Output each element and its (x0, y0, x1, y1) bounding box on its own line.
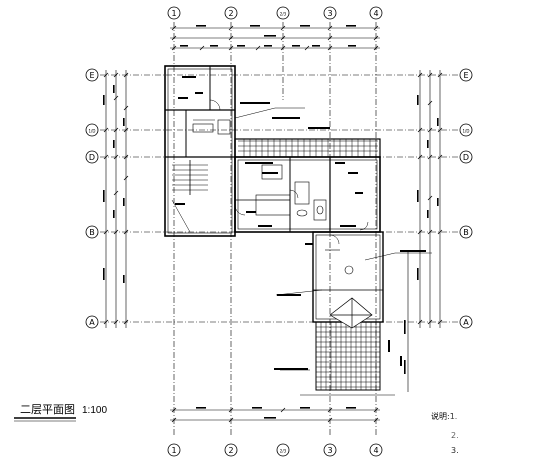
axis-label-right-A: A (463, 318, 469, 327)
axis-label-bottom-1: 1 (171, 446, 176, 455)
door-swings (209, 99, 369, 245)
axis-bubble-left-A (85, 315, 99, 329)
stair-treads (171, 160, 208, 233)
axis-bubble-bottom-2 (224, 443, 238, 457)
room-annotations (175, 76, 426, 370)
axis-bubble-right-B (459, 225, 473, 239)
verandah-hatch (238, 139, 378, 157)
axis-label-right-1D: 1/D (463, 129, 470, 134)
axis-label-right-E: E (463, 71, 468, 80)
axis-bubble-top-2 (224, 6, 238, 20)
axis-bubble-right-E (459, 68, 473, 82)
axis-bubble-right-D (459, 150, 473, 164)
axis-bubble-top-3 (323, 6, 337, 20)
axis-label-top-1: 1 (171, 9, 176, 18)
axis-label-right-D: D (463, 153, 469, 162)
axis-label-left-D: D (89, 153, 95, 162)
axis-label-top-4: 4 (373, 9, 378, 18)
axis-label-top-3: 3 (327, 9, 332, 18)
axis-bubble-bottom-3 (323, 443, 337, 457)
axis-label-top-2-3: 2/3 (280, 12, 287, 17)
axis-label-left-1D: 1/D (89, 129, 96, 134)
dimension-ticks (103, 25, 443, 423)
dimension-number-marks (103, 25, 439, 419)
axis-bubble-bottom-4 (369, 443, 383, 457)
title-block: 二层平面图 1:100 (14, 403, 107, 422)
axis-label-bottom-2: 2 (228, 446, 233, 455)
fixtures (192, 119, 354, 275)
building-walls (164, 65, 384, 323)
axis-label-bottom-2-3: 2/3 (280, 449, 287, 454)
axis-bubble-top-4 (369, 6, 383, 20)
leader-lines (234, 107, 432, 371)
axis-label-left-E: E (89, 71, 94, 80)
axis-bubble-left-E (85, 68, 99, 82)
axis-bubbles (85, 6, 473, 457)
axis-bubble-left-D (85, 150, 99, 164)
axis-bubble-bottom-1 (167, 443, 181, 457)
axis-bubble-bottom-2-3 (276, 443, 290, 457)
axis-bubble-labels: 1 2 2/3 3 4 1 2 2/3 3 4 E 1/D D B A E 1/… (89, 9, 470, 455)
terrace-grid (315, 321, 381, 391)
axis-bubble-left-B (85, 225, 99, 239)
canopy-roof (329, 297, 373, 329)
axis-bubble-top-1 (167, 6, 181, 20)
axis-bubble-left-1D (85, 123, 99, 137)
axis-bubble-right-1D (459, 123, 473, 137)
axis-bubble-right-A (459, 315, 473, 329)
watermark-glow (440, 396, 560, 460)
axis-label-top-2: 2 (228, 9, 233, 18)
dimension-lines (105, 27, 441, 421)
axis-label-right-B: B (463, 228, 469, 237)
drawing-title: 二层平面图 (20, 403, 75, 416)
axis-label-left-B: B (89, 228, 95, 237)
drawing-scale: 1:100 (82, 405, 107, 416)
axis-label-bottom-3: 3 (327, 446, 332, 455)
axis-label-left-A: A (89, 318, 95, 327)
axis-bubble-top-2-3 (276, 6, 290, 20)
axis-label-bottom-4: 4 (373, 446, 378, 455)
